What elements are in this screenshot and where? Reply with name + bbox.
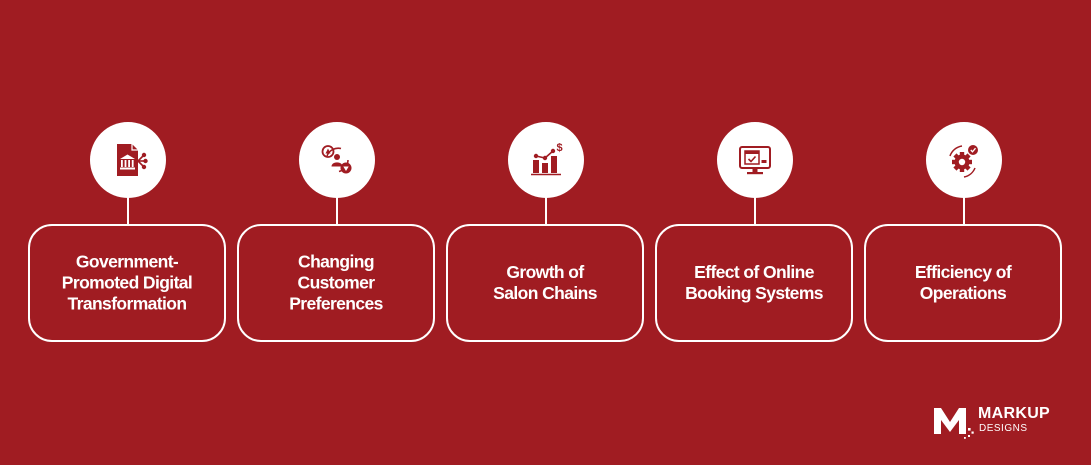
connector-4 xyxy=(754,194,756,225)
connector-3 xyxy=(545,194,547,225)
logo-subtitle: DESIGNS xyxy=(979,423,1028,434)
connector-1 xyxy=(127,194,129,225)
online-booking-calendar-icon xyxy=(739,146,771,175)
connector-5 xyxy=(963,194,965,225)
icon-badge-5 xyxy=(926,122,1002,198)
icon-badge-4 xyxy=(717,122,793,198)
icon-badge-3: $ xyxy=(508,122,584,198)
factor-label-3: Growth of Salon Chains xyxy=(493,262,597,303)
icon-badge-2 xyxy=(299,122,375,198)
factor-card-4: Effect of Online Booking Systems xyxy=(655,224,853,342)
logo-m-icon xyxy=(934,408,974,439)
factor-card-5: Efficiency of Operations xyxy=(864,224,1062,342)
growth-chart-dollar-icon: $ xyxy=(531,142,563,176)
gear-efficiency-icon xyxy=(949,145,978,178)
factor-label-1: Government- Promoted Digital Transformat… xyxy=(61,251,193,314)
factor-card-2: Changing Customer Preferences xyxy=(237,224,435,342)
factor-label-4: Effect of Online Booking Systems xyxy=(685,262,823,303)
icon-badge-1 xyxy=(90,122,166,198)
factor-card-1: Government- Promoted Digital Transformat… xyxy=(28,224,226,342)
factor-label-5: Efficiency of Operations xyxy=(914,262,1012,303)
connector-2 xyxy=(336,194,338,225)
logo-name: MARKUP xyxy=(978,405,1051,422)
factor-label-2: Changing Customer Preferences xyxy=(289,251,383,314)
markup-designs-logo: MARKUP DESIGNS xyxy=(932,402,1064,442)
factor-card-3: Growth of Salon Chains xyxy=(446,224,644,342)
government-building-document-icon xyxy=(117,144,148,176)
svg-text:$: $ xyxy=(556,142,562,154)
customer-preferences-cycle-icon xyxy=(321,145,352,174)
